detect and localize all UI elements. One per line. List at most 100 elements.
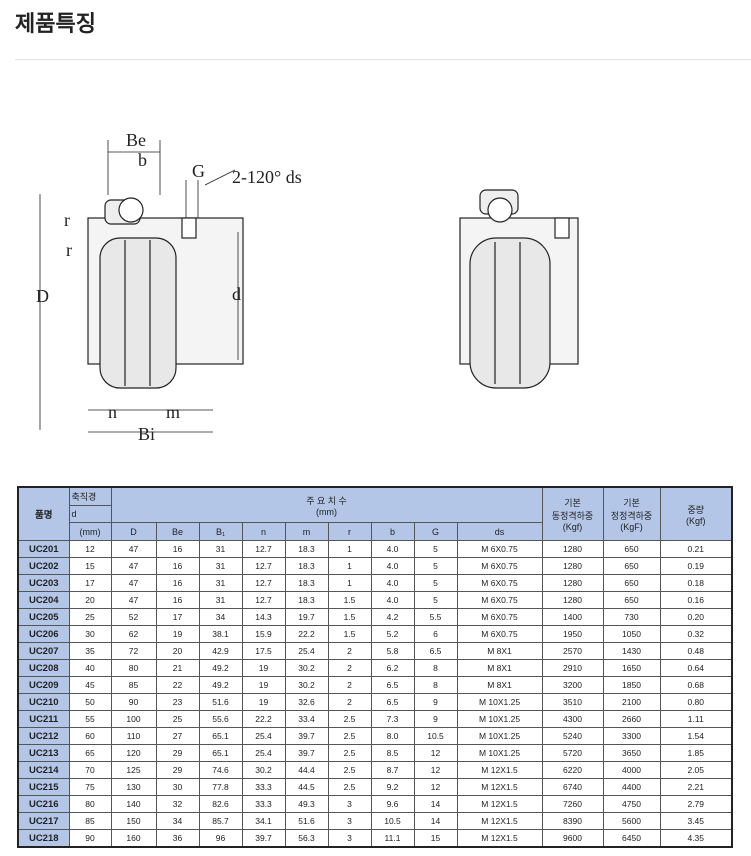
value-cell: 1400	[541, 608, 604, 626]
value-cell: 22.2	[284, 625, 329, 643]
value-cell: 1	[327, 574, 372, 592]
value-cell: 2660	[602, 710, 661, 728]
model-cell: UC218	[17, 829, 70, 848]
value-cell: 1.85	[659, 744, 733, 762]
value-cell: 47	[110, 557, 157, 575]
value-cell: 12	[413, 778, 458, 796]
value-cell: 1.54	[659, 727, 733, 745]
header-col: G	[413, 522, 458, 541]
value-cell: M 6X0.75	[456, 557, 543, 575]
value-cell: 2.5	[327, 778, 372, 796]
value-cell: 30.2	[284, 659, 329, 677]
value-cell: 2100	[602, 693, 661, 711]
value-cell: 6740	[541, 778, 604, 796]
value-cell: 6.5	[370, 693, 415, 711]
model-cell: UC207	[17, 642, 70, 660]
value-cell: 3650	[602, 744, 661, 762]
value-cell: 8.5	[370, 744, 415, 762]
label-be: Be	[126, 130, 146, 150]
value-cell: 16	[155, 574, 200, 592]
value-cell: 77.8	[198, 778, 243, 796]
value-cell: 1.5	[327, 591, 372, 609]
model-cell: UC214	[17, 761, 70, 779]
value-cell: 23	[155, 693, 200, 711]
value-cell: 27	[155, 727, 200, 745]
value-cell: 30	[155, 778, 200, 796]
value-cell: 15.9	[241, 625, 286, 643]
header-col: Be	[155, 522, 200, 541]
label-bi: Bi	[138, 424, 155, 444]
value-cell: 9.2	[370, 778, 415, 796]
value-cell: 12.7	[241, 557, 286, 575]
divider	[15, 59, 751, 60]
value-cell: 90	[110, 693, 157, 711]
model-cell: UC213	[17, 744, 70, 762]
value-cell: 1.11	[659, 710, 733, 728]
value-cell: 0.68	[659, 676, 733, 694]
value-cell: 1050	[602, 625, 661, 643]
model-cell: UC216	[17, 795, 70, 813]
value-cell: 650	[602, 557, 661, 575]
value-cell: 12	[68, 540, 112, 558]
value-cell: 7260	[541, 795, 604, 813]
label-r1: r	[64, 210, 70, 230]
value-cell: 49.3	[284, 795, 329, 813]
value-cell: 14	[413, 812, 458, 830]
value-cell: 90	[68, 829, 112, 848]
value-cell: 4.0	[370, 557, 415, 575]
value-cell: 3	[327, 795, 372, 813]
label-g: G	[192, 161, 205, 181]
value-cell: 2.5	[327, 710, 372, 728]
value-cell: 82.6	[198, 795, 243, 813]
header-col: n	[241, 522, 286, 541]
value-cell: 160	[110, 829, 157, 848]
value-cell: 2.21	[659, 778, 733, 796]
header-col: B₁	[198, 522, 243, 541]
value-cell: 47	[110, 540, 157, 558]
value-cell: 80	[110, 659, 157, 677]
value-cell: 5	[413, 557, 458, 575]
value-cell: 9600	[541, 829, 604, 848]
value-cell: 4750	[602, 795, 661, 813]
value-cell: 5720	[541, 744, 604, 762]
value-cell: 70	[68, 761, 112, 779]
value-cell: 39.7	[284, 727, 329, 745]
value-cell: 32.6	[284, 693, 329, 711]
value-cell: 18.3	[284, 574, 329, 592]
value-cell: 19	[241, 659, 286, 677]
value-cell: 130	[110, 778, 157, 796]
value-cell: 31	[198, 557, 243, 575]
value-cell: 56.3	[284, 829, 329, 848]
value-cell: 5	[413, 540, 458, 558]
value-cell: 25	[155, 710, 200, 728]
header-d: d	[68, 505, 112, 523]
model-cell: UC212	[17, 727, 70, 745]
value-cell: 16	[155, 591, 200, 609]
value-cell: 110	[110, 727, 157, 745]
value-cell: 33.3	[241, 795, 286, 813]
value-cell: 51.6	[284, 812, 329, 830]
value-cell: 29	[155, 761, 200, 779]
value-cell: 0.80	[659, 693, 733, 711]
value-cell: 50	[68, 693, 112, 711]
value-cell: 85.7	[198, 812, 243, 830]
value-cell: 80	[68, 795, 112, 813]
value-cell: 62	[110, 625, 157, 643]
value-cell: 3	[327, 829, 372, 848]
model-cell: UC211	[17, 710, 70, 728]
model-cell: UC209	[17, 676, 70, 694]
value-cell: 25	[68, 608, 112, 626]
value-cell: 49.2	[198, 659, 243, 677]
label-D: D	[36, 286, 49, 306]
value-cell: 125	[110, 761, 157, 779]
value-cell: M 6X0.75	[456, 591, 543, 609]
value-cell: 22	[155, 676, 200, 694]
value-cell: 5.5	[413, 608, 458, 626]
value-cell: 4400	[602, 778, 661, 796]
